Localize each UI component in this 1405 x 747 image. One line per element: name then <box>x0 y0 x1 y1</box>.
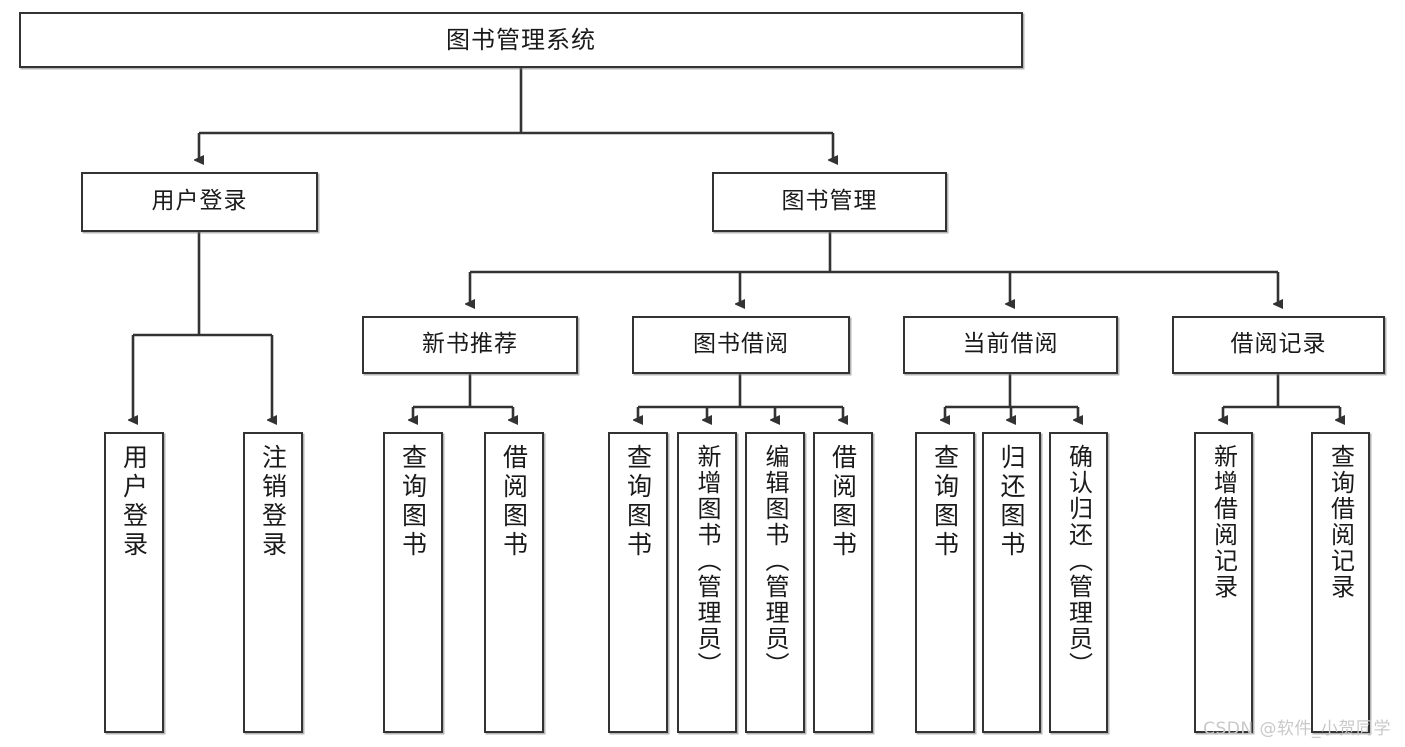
node-label: 图书管理 <box>781 188 878 215</box>
node-root-system[interactable]: 图书管理系统 <box>19 12 1023 68</box>
node-label: 注销登录 <box>258 444 288 560</box>
node-label: 借阅图书 <box>828 444 858 560</box>
node-label: 用户登录 <box>119 444 149 560</box>
node-label: 确认归还（管理员） <box>1064 444 1093 678</box>
node-label: 查询图书 <box>398 444 428 560</box>
node-label: 借阅记录 <box>1230 331 1327 358</box>
leaf-confirm-return[interactable]: 确认归还（管理员） <box>1049 432 1108 733</box>
leaf-query-borrow-record[interactable]: 查询借阅记录 <box>1311 432 1370 733</box>
node-label: 借阅图书 <box>499 444 529 560</box>
node-current-borrow[interactable]: 当前借阅 <box>903 316 1118 374</box>
node-label: 编辑图书（管理员） <box>761 444 789 678</box>
leaf-return-book[interactable]: 归还图书 <box>982 432 1041 733</box>
leaf-query-book-current[interactable]: 查询图书 <box>915 432 975 733</box>
leaf-borrow-book-recommend[interactable]: 借阅图书 <box>484 432 544 733</box>
node-label: 当前借阅 <box>962 331 1059 358</box>
leaf-edit-book[interactable]: 编辑图书（管理员） <box>745 432 805 733</box>
watermark-text: CSDN @软件_小贺同学 <box>1203 719 1391 739</box>
node-label: 查询图书 <box>930 444 960 560</box>
leaf-add-book[interactable]: 新增图书（管理员） <box>677 432 737 733</box>
node-new-book-recommend[interactable]: 新书推荐 <box>362 316 578 374</box>
node-label: 新增图书（管理员） <box>693 444 721 678</box>
node-book-borrow[interactable]: 图书借阅 <box>632 316 850 374</box>
leaf-logout-login[interactable]: 注销登录 <box>243 432 303 733</box>
node-user-login[interactable]: 用户登录 <box>81 172 318 232</box>
leaf-query-book-borrow[interactable]: 查询图书 <box>608 432 668 733</box>
node-borrow-record[interactable]: 借阅记录 <box>1172 316 1385 374</box>
leaf-user-login[interactable]: 用户登录 <box>104 432 164 733</box>
node-label: 新书推荐 <box>422 331 518 358</box>
node-label: 查询图书 <box>623 444 653 560</box>
node-label: 图书管理系统 <box>446 25 596 54</box>
leaf-add-borrow-record[interactable]: 新增借阅记录 <box>1194 432 1253 733</box>
node-label: 图书借阅 <box>693 331 789 358</box>
node-label: 归还图书 <box>997 444 1026 560</box>
node-label: 新增借阅记录 <box>1209 444 1238 600</box>
leaf-borrow-book[interactable]: 借阅图书 <box>813 432 873 733</box>
node-label: 用户登录 <box>151 188 248 215</box>
node-label: 查询借阅记录 <box>1326 444 1355 600</box>
leaf-query-book-recommend[interactable]: 查询图书 <box>383 432 443 733</box>
node-book-manage[interactable]: 图书管理 <box>712 172 947 232</box>
